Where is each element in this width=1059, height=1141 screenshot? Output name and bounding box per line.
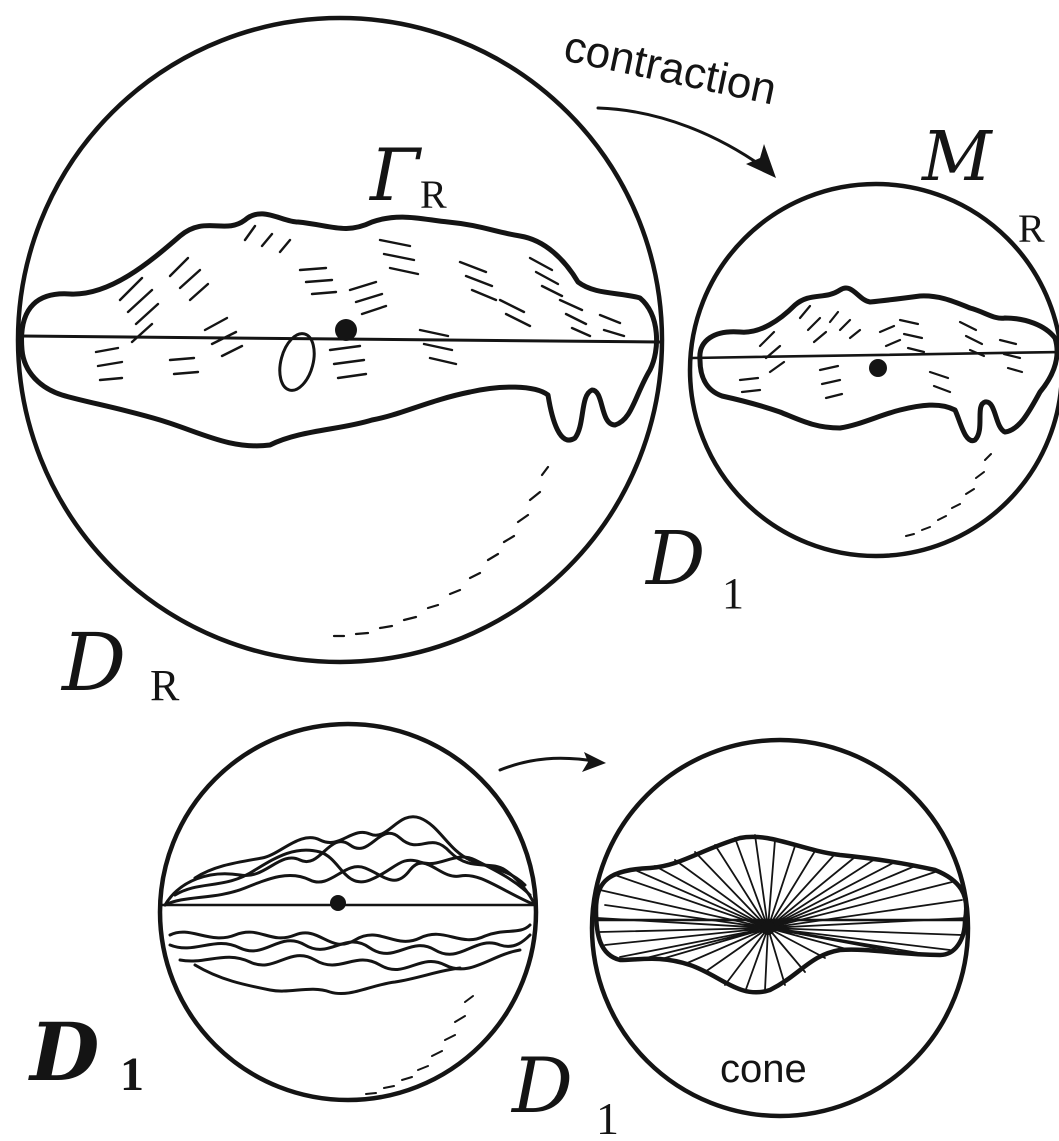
big-disk-group: [18, 18, 662, 662]
bottom-left-disk-circle: [160, 724, 536, 1100]
svg-text:D: D: [28, 1005, 99, 1099]
d-1-bottom-right-label: D 1: [510, 1041, 619, 1141]
m-r-label: M R: [920, 118, 1045, 251]
bottom-right-disk-group: cone: [592, 740, 968, 1116]
contraction-label: contraction: [560, 22, 781, 115]
cone-label: cone: [720, 1047, 807, 1091]
bottom-left-shading: [366, 996, 473, 1094]
contraction-arrow[interactable]: [598, 108, 776, 178]
cone-rays: [598, 835, 966, 992]
small-center-dot: [869, 359, 887, 377]
svg-text:R: R: [150, 661, 180, 710]
cone-apex-dot: [761, 921, 775, 935]
gamma-r-label: Γ R: [368, 133, 447, 217]
svg-text:1: 1: [596, 1093, 619, 1141]
d-1-bottom-left-label: D 1: [28, 1005, 144, 1101]
d-r-label: D R: [60, 616, 180, 710]
big-center-dot: [335, 319, 357, 341]
contraction-arrow-line: [598, 108, 770, 172]
bottom-left-center-dot: [330, 895, 346, 911]
wavy-curves-upper: [165, 817, 535, 905]
small-surface-hatching: [740, 306, 1022, 398]
svg-text:1: 1: [722, 569, 744, 618]
bottom-left-disk-group: [160, 724, 536, 1100]
svg-text:Γ: Γ: [368, 133, 423, 217]
svg-text:M: M: [920, 118, 994, 197]
svg-text:D: D: [644, 516, 705, 602]
contraction-arrow-head: [746, 144, 776, 178]
svg-text:D: D: [60, 616, 126, 709]
small-transition-arrow-head: [582, 752, 606, 772]
svg-text:1: 1: [120, 1048, 144, 1101]
wavy-curves-lower: [170, 925, 530, 994]
svg-text:D: D: [510, 1041, 573, 1130]
small-transition-arrow[interactable]: [500, 752, 606, 772]
svg-text:R: R: [1018, 206, 1045, 251]
d-1-small-label: D 1: [644, 516, 744, 618]
big-surface-hatching: [96, 226, 624, 380]
svg-text:R: R: [420, 172, 447, 217]
small-disk-group: [690, 184, 1059, 556]
